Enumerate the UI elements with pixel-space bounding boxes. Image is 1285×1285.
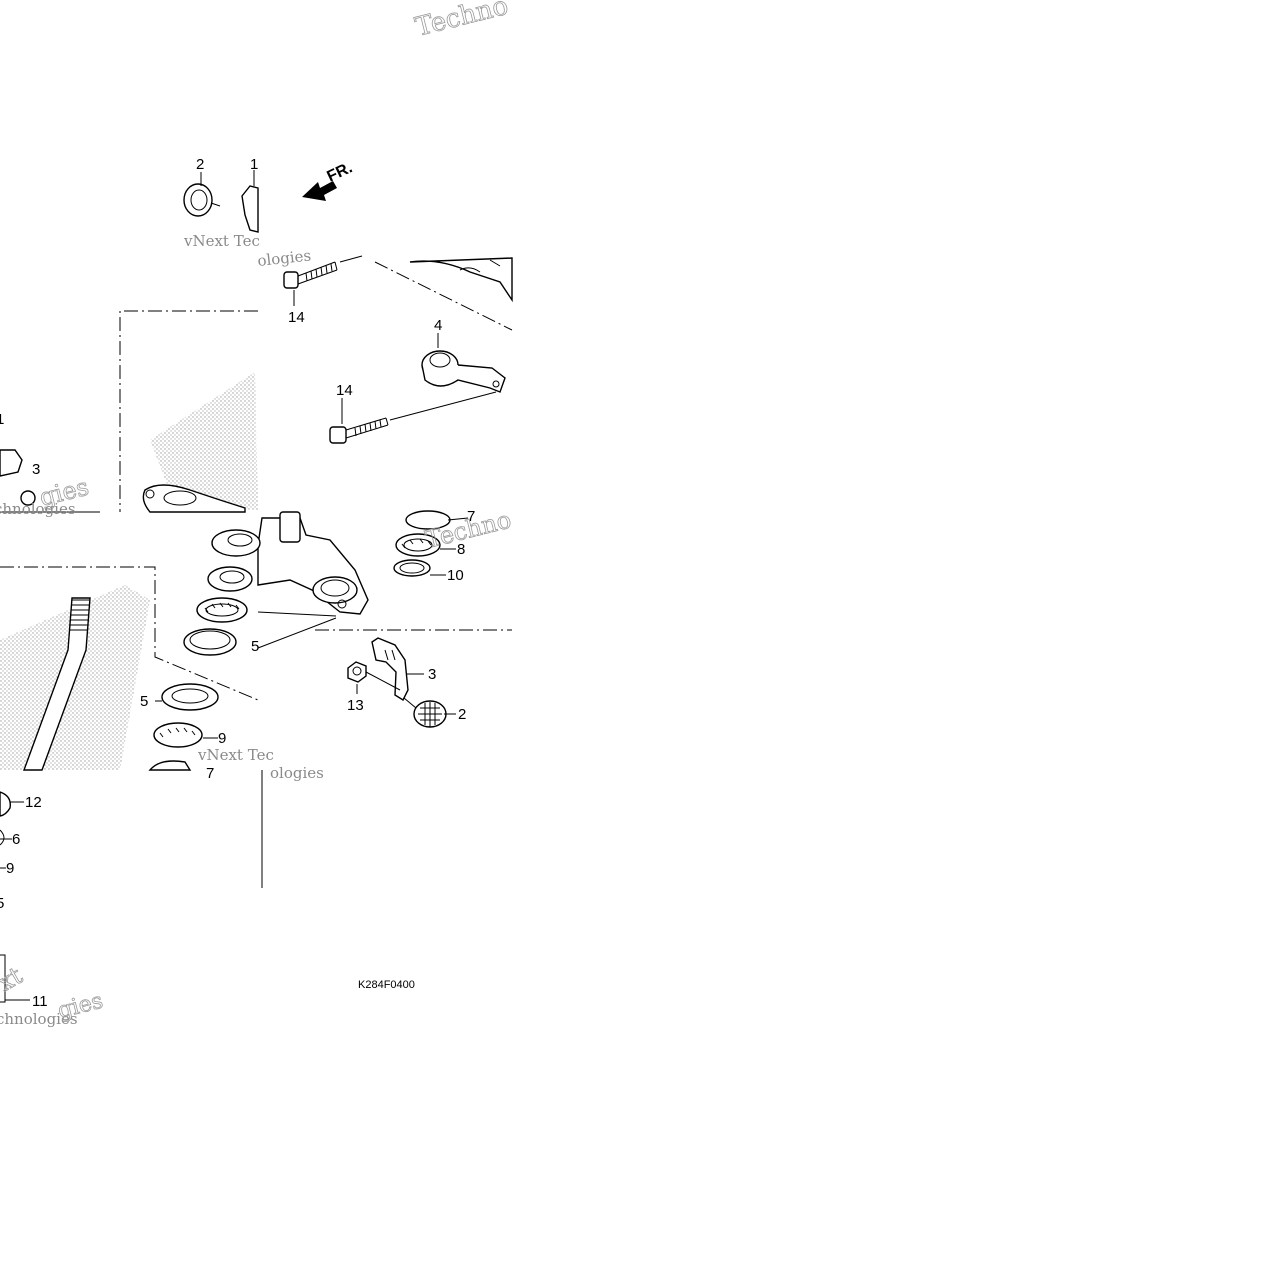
part-code: K284F0400: [358, 979, 415, 991]
watermark-text: chnologies: [0, 1010, 78, 1028]
callout-7: 7: [206, 765, 214, 782]
callout-1: 1: [250, 156, 258, 173]
race-icon: [161, 683, 219, 711]
callout-9: 9: [218, 730, 226, 747]
watermark-text: xt: [0, 961, 27, 997]
watermark-text: ologies: [270, 764, 324, 782]
cap-nut-icon: [183, 183, 221, 217]
callout-7: 7: [467, 508, 475, 525]
bearing-icon: [393, 510, 451, 577]
callout-11: 1: [0, 411, 4, 428]
callout-5: 5: [140, 693, 148, 710]
callout-13: 3: [32, 461, 40, 478]
watermark-text: vNext Tec: [197, 746, 274, 764]
front-marker: FR.: [325, 159, 356, 185]
callout-4: 4: [434, 317, 442, 334]
stem-icon: [22, 597, 91, 771]
bearing-icon: [148, 722, 203, 771]
callout-2: 2: [458, 706, 466, 723]
watermark-text: ologies: [257, 246, 312, 270]
callout-3: 3: [428, 666, 436, 683]
callout-14: 14: [336, 382, 353, 399]
callout-10: 10: [447, 567, 464, 584]
bolt-icon: [283, 261, 338, 289]
race-icon: [183, 628, 237, 656]
callout-14: 14: [288, 309, 305, 326]
bearing-icon: [196, 529, 261, 623]
bracket-icon: [421, 350, 506, 393]
callout-11: 11: [32, 993, 48, 1010]
callout-12: 12: [25, 794, 42, 811]
callout-5: 5: [0, 895, 4, 912]
watermark-text: chnologies: [0, 500, 76, 518]
callout-2: 2: [196, 156, 204, 173]
bolt-icon: [329, 417, 389, 444]
callout-6: 6: [12, 831, 20, 848]
cap-nut-icon: [347, 661, 447, 728]
stem-icon: [257, 511, 369, 615]
watermark-text: gies: [55, 989, 105, 1024]
callout-5: 5: [251, 638, 259, 655]
front-arrow-icon: [302, 181, 337, 201]
callout-9: 9: [6, 860, 14, 877]
bracket-icon: [371, 637, 409, 702]
watermark-text: Techno: [412, 0, 511, 43]
watermark-text: vNext Tec: [183, 232, 260, 250]
callout-13: 13: [347, 697, 364, 714]
callout-8: 8: [457, 541, 465, 558]
